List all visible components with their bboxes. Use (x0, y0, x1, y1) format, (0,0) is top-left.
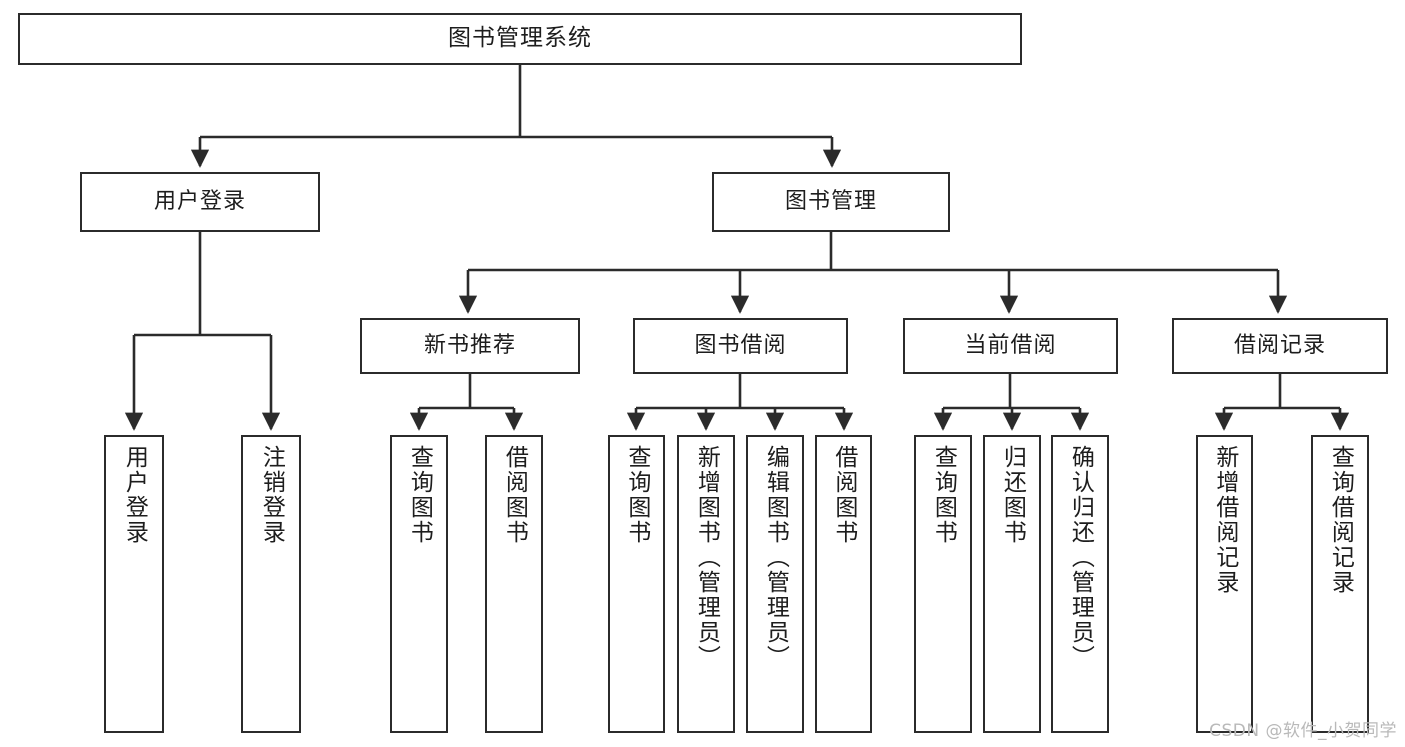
node-leaf-query-book-current-label: 查询图书 (930, 445, 957, 545)
node-leaf-query-book-borrow-label: 查询图书 (623, 445, 650, 545)
node-book-management-label: 图书管理 (784, 188, 877, 214)
node-new-book-recommend-label: 新书推荐 (423, 332, 516, 358)
node-user-login[interactable]: 用户登录 (80, 172, 320, 232)
node-leaf-borrow-book[interactable]: 借阅图书 (815, 435, 872, 733)
node-leaf-borrow-book-recommend[interactable]: 借阅图书 (485, 435, 543, 733)
node-leaf-return-book-label: 归还图书 (999, 445, 1026, 545)
watermark: CSDN @软件_小贺同学 (1209, 721, 1397, 741)
node-root[interactable]: 图书管理系统 (18, 13, 1022, 65)
node-leaf-query-book-recommend[interactable]: 查询图书 (390, 435, 448, 733)
node-leaf-add-borrow-record-label: 新增借阅记录 (1211, 445, 1238, 595)
node-borrow-record[interactable]: 借阅记录 (1172, 318, 1388, 374)
node-leaf-query-book-current[interactable]: 查询图书 (914, 435, 972, 733)
node-leaf-add-book-admin-label: 新增图书（管理员） (693, 445, 720, 670)
node-leaf-user-login-label: 用户登录 (121, 445, 148, 545)
node-leaf-confirm-return-admin[interactable]: 确认归还（管理员） (1051, 435, 1109, 733)
node-leaf-add-borrow-record[interactable]: 新增借阅记录 (1196, 435, 1253, 733)
node-leaf-borrow-book-recommend-label: 借阅图书 (501, 445, 528, 545)
node-leaf-query-book-recommend-label: 查询图书 (406, 445, 433, 545)
node-new-book-recommend[interactable]: 新书推荐 (360, 318, 580, 374)
node-leaf-borrow-book-label: 借阅图书 (830, 445, 857, 545)
node-leaf-logout-login[interactable]: 注销登录 (241, 435, 301, 733)
node-book-management[interactable]: 图书管理 (712, 172, 950, 232)
node-leaf-edit-book-admin-label: 编辑图书（管理员） (762, 445, 789, 670)
node-current-borrow-label: 当前借阅 (964, 332, 1057, 358)
node-leaf-user-login[interactable]: 用户登录 (104, 435, 164, 733)
node-book-borrow[interactable]: 图书借阅 (633, 318, 848, 374)
node-current-borrow[interactable]: 当前借阅 (903, 318, 1118, 374)
node-leaf-add-book-admin[interactable]: 新增图书（管理员） (677, 435, 735, 733)
node-leaf-logout-login-label: 注销登录 (258, 445, 285, 545)
node-leaf-edit-book-admin[interactable]: 编辑图书（管理员） (746, 435, 804, 733)
node-leaf-return-book[interactable]: 归还图书 (983, 435, 1041, 733)
node-borrow-record-label: 借阅记录 (1233, 332, 1326, 358)
node-book-borrow-label: 图书借阅 (694, 332, 787, 358)
node-leaf-confirm-return-admin-label: 确认归还（管理员） (1067, 445, 1094, 670)
node-leaf-query-borrow-record-label: 查询借阅记录 (1327, 445, 1354, 595)
node-user-login-label: 用户登录 (153, 188, 246, 214)
node-leaf-query-borrow-record[interactable]: 查询借阅记录 (1311, 435, 1369, 733)
node-leaf-query-book-borrow[interactable]: 查询图书 (608, 435, 665, 733)
node-root-label: 图书管理系统 (448, 25, 592, 52)
